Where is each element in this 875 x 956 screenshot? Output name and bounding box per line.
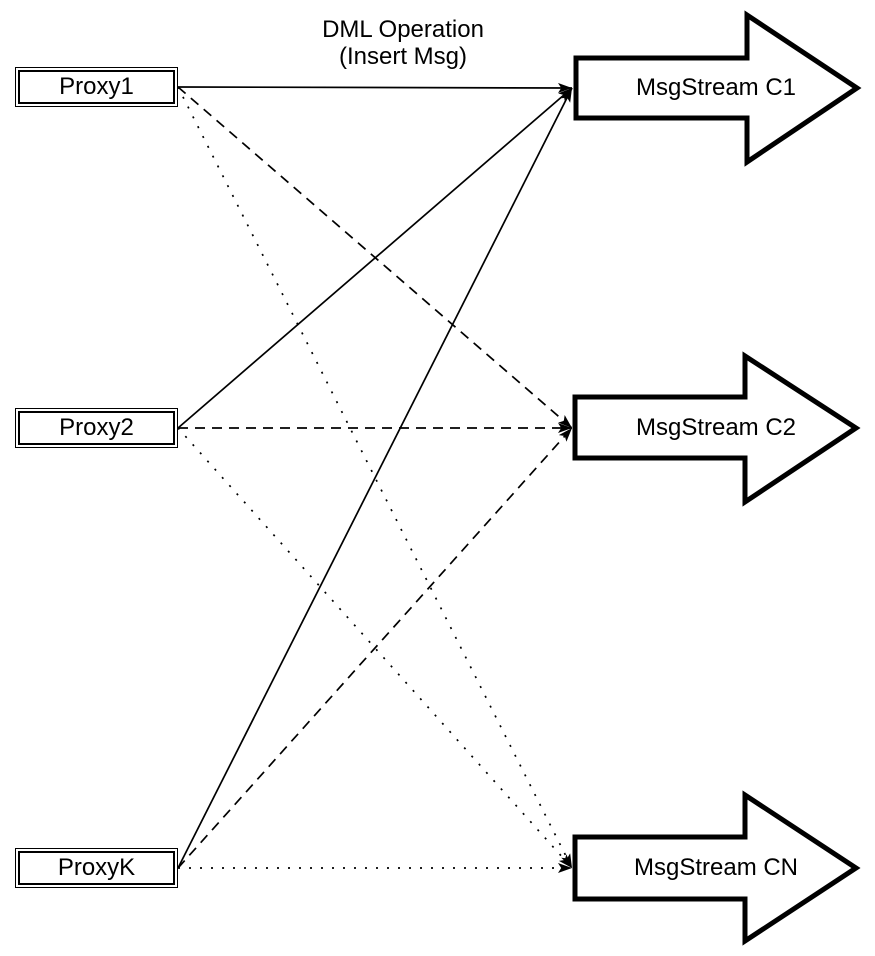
proxy2-node: Proxy2 [15,408,178,448]
dml-operation-label-line1: DML Operation [322,16,484,43]
edge-proxyk-c2 [177,427,573,869]
msgstream-c1-label: MsgStream C1 [635,74,797,101]
msgstream-cn-arrow-shape [572,790,861,946]
edge-proxyk-c1 [177,87,573,869]
edges-group [177,82,573,873]
msgstream-c1-arrow-shape [573,10,862,167]
proxy1-node: Proxy1 [15,67,178,107]
proxyk-node: ProxyK [15,848,178,888]
edge-proxy1-c1 [177,82,573,93]
msgstream-c2-label: MsgStream C2 [635,414,797,441]
proxy1-label: Proxy1 [59,73,134,100]
msgstream-c2-arrow-shape [572,351,861,507]
msgstream-cn-label: MsgStream CN [633,854,799,881]
proxy2-label: Proxy2 [59,414,134,441]
proxyk-label: ProxyK [57,854,136,881]
dml-operation-label: DML Operation (Insert Msg) [322,16,484,70]
edge-proxy2-c1 [177,87,573,429]
dml-operation-label-line2: (Insert Msg) [338,43,468,70]
